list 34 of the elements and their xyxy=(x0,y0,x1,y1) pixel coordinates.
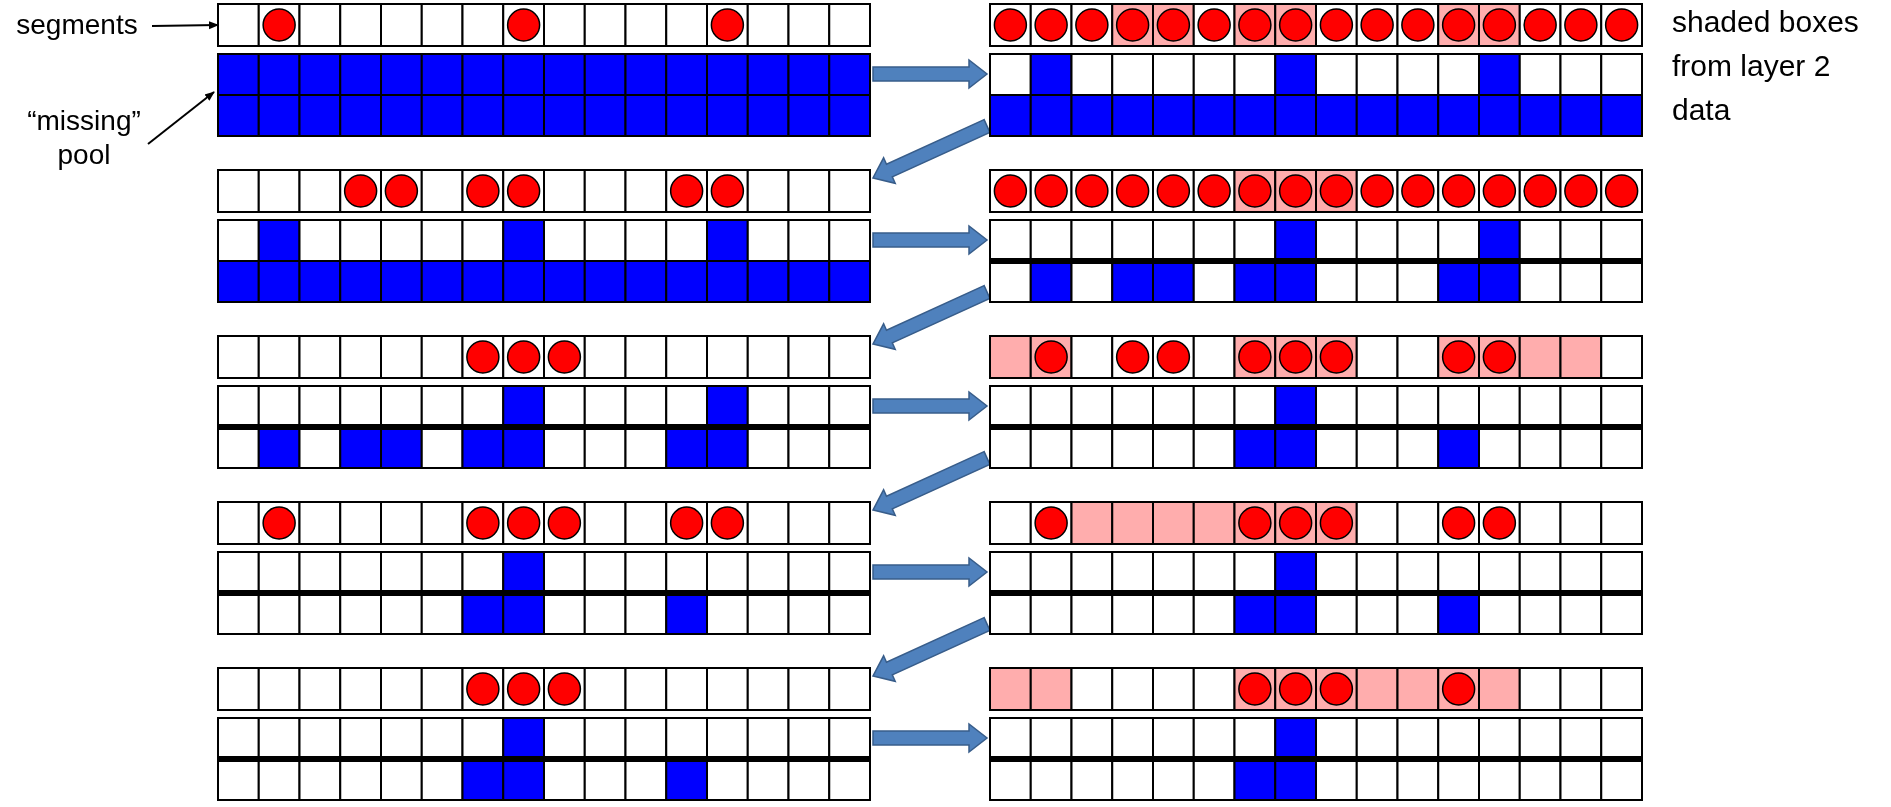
segment-row xyxy=(218,668,870,710)
pool-grid xyxy=(990,552,1642,634)
block-arrow xyxy=(871,450,991,517)
segment-row xyxy=(990,668,1642,710)
segment-row xyxy=(218,4,870,46)
block-arrow xyxy=(871,616,991,683)
pool-grid xyxy=(218,718,870,800)
block-arrow xyxy=(872,224,989,256)
leader-line xyxy=(147,91,215,145)
pool-grid xyxy=(218,386,870,468)
block-arrow xyxy=(872,390,989,422)
segment-row xyxy=(990,336,1642,378)
segment-row xyxy=(990,4,1642,46)
block-arrow xyxy=(872,722,989,754)
segment-row xyxy=(218,336,870,378)
pool-grid xyxy=(218,54,870,136)
leader-line xyxy=(151,21,219,30)
segment-row xyxy=(218,502,870,544)
pool-grid xyxy=(218,220,870,302)
pool-grid xyxy=(990,718,1642,800)
block-arrow xyxy=(871,284,991,351)
pool-grid xyxy=(990,54,1642,136)
block-arrow xyxy=(871,118,991,185)
pool-grid xyxy=(990,220,1642,302)
block-arrow xyxy=(872,556,989,588)
callout-text: segments xyxy=(2,8,152,44)
pool-grid xyxy=(218,552,870,634)
segment-row xyxy=(990,502,1642,544)
pool-grid xyxy=(990,386,1642,468)
callout-text: “missing” pool xyxy=(14,104,154,172)
segment-row xyxy=(218,170,870,212)
note-text: shaded boxes from layer 2 data xyxy=(1672,4,1860,128)
segment-row xyxy=(990,170,1642,212)
block-arrow xyxy=(872,58,989,90)
